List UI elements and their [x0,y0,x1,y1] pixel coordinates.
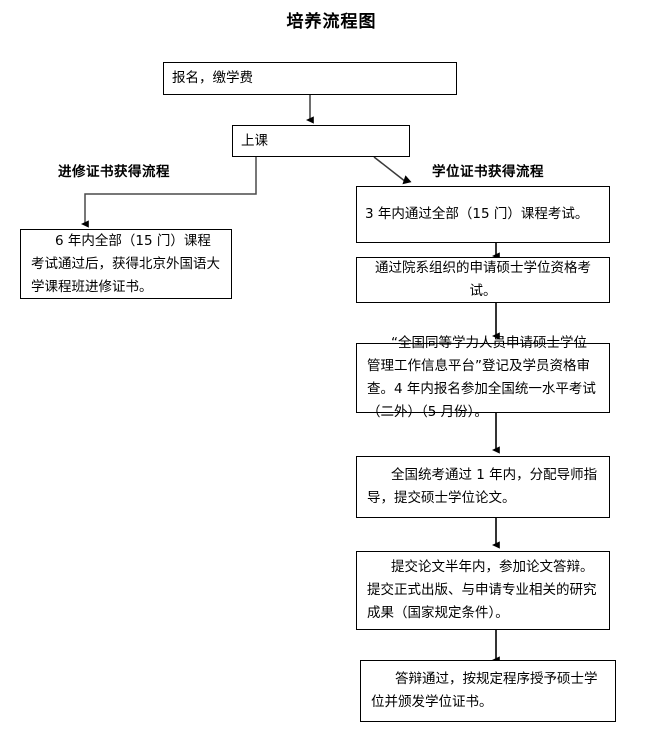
node-deg-6[interactable]: 答辩通过，按规定程序授予硕士学位并颁发学位证书。 [360,660,616,722]
node-cert-1[interactable]: 6 年内全部（15 门）课程考试通过后，获得北京外国语大学课程班进修证书。 [20,229,232,299]
node-cert-1-label: 6 年内全部（15 门）课程考试通过后，获得北京外国语大学课程班进修证书。 [31,232,220,295]
node-deg-4-label: 全国统考通过 1 年内，分配导师指导，提交硕士学位论文。 [367,467,598,506]
branch-label-certificate: 进修证书获得流程 [58,164,170,180]
node-deg-1-label: 3 年内通过全部（15 门）课程考试。 [365,206,589,222]
node-deg-2-label: 通过院系组织的申请硕士学位资格考试。 [375,260,591,299]
node-deg-3[interactable]: “全国同等学力人员申请硕士学位管理工作信息平台”登记及学员资格审查。4 年内报名… [356,335,610,420]
node-deg-2[interactable]: 通过院系组织的申请硕士学位资格考试。 [356,257,610,303]
node-apply[interactable]: 报名，缴学费 [163,62,457,95]
node-apply-label: 报名，缴学费 [172,70,253,86]
node-deg-6-label: 答辩通过，按规定程序授予硕士学位并颁发学位证书。 [371,671,598,710]
node-deg-5-label: 提交论文半年内，参加论文答辩。提交正式出版、与申请专业相关的研究成果（国家规定条… [367,559,597,621]
node-deg-5[interactable]: 提交论文半年内，参加论文答辩。提交正式出版、与申请专业相关的研究成果（国家规定条… [356,551,610,630]
branch-label-degree: 学位证书获得流程 [432,164,544,180]
page-title: 培养流程图 [286,12,377,32]
node-deg-3-label: “全国同等学力人员申请硕士学位管理工作信息平台”登记及学员资格审查。4 年内报名… [367,335,596,420]
node-deg-1[interactable]: 3 年内通过全部（15 门）课程考试。 [356,186,610,243]
connector-class-to-deg1 [373,156,412,185]
node-class-label: 上课 [241,132,268,149]
node-class[interactable]: 上课 [232,125,410,157]
node-deg-4[interactable]: 全国统考通过 1 年内，分配导师指导，提交硕士学位论文。 [356,456,610,518]
